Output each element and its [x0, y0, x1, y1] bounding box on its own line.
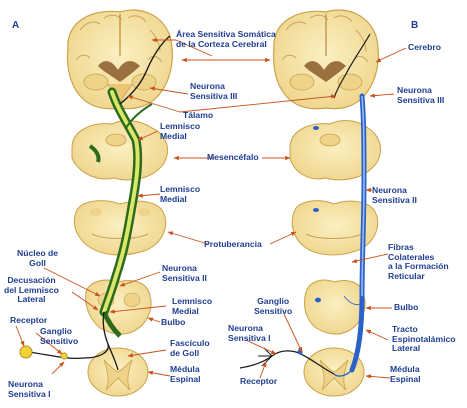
panel-b-structures	[239, 9, 381, 397]
medulla-section-a	[85, 279, 152, 335]
panel-a-letter: A	[12, 20, 20, 31]
label-protuberancia: Protuberancia	[204, 239, 262, 249]
panel-b-letter: B	[411, 20, 419, 31]
label-nucleo-goll: Núcleo de Goll	[17, 248, 59, 268]
medulla-section-b	[303, 279, 366, 335]
label-cerebro: Cerebro	[408, 42, 441, 52]
midbrain-section-b	[289, 120, 381, 181]
label-ganglio-sensitivo-a: Ganglio Sensitivo	[40, 326, 79, 346]
label-tracto-espinotalamico: Tracto Espinotalámico Lateral	[392, 324, 456, 354]
label-lemnisco-medial-1: Lemnisco Medial	[160, 121, 201, 141]
label-ganglio-sensitivo-b: Ganglio Sensitivo	[254, 296, 293, 316]
pons-section-a	[74, 200, 167, 256]
label-area-sensitiva: Área Sensitiva Somática de la Corteza Ce…	[176, 29, 276, 49]
label-neurona-sensitiva-i-a: Neurona Sensitiva I	[8, 379, 51, 399]
label-receptor-b: Receptor	[240, 376, 278, 386]
label-neurona-sensitiva-iii-b: Neurona Sensitiva III	[397, 85, 445, 105]
label-bulbo-a: Bulbo	[161, 317, 186, 327]
label-mesencefalo: Mesencéfalo	[207, 152, 259, 162]
label-talamo: Tálamo	[183, 110, 214, 120]
brain-section-b	[272, 9, 379, 110]
label-bulbo-b: Bulbo	[394, 302, 419, 312]
label-decusacion: Decusación del Lemnisco Lateral	[4, 275, 59, 305]
spinothalamic-pathway	[333, 93, 367, 377]
midbrain-section-a	[71, 120, 168, 181]
label-neurona-sensitiva-ii-a: Neurona Sensitiva II	[162, 263, 207, 283]
label-lemnisco-medial-3: Lemnisco Medial	[172, 296, 213, 316]
spinal-cord-section-a	[87, 347, 149, 397]
label-neurona-sensitiva-i-b: Neurona Sensitiva I	[228, 323, 271, 343]
ganglion-a	[60, 352, 68, 360]
panel-a-structures	[19, 9, 173, 397]
dorsal-column-pathway	[99, 87, 153, 338]
label-medula-espinal-a: Médula Espinal	[170, 364, 201, 384]
receptor-a	[19, 345, 33, 359]
label-fibras-colaterales: Fibras Colaterales a la Formación Reticu…	[388, 242, 449, 281]
label-neurona-sensitiva-ii-b: Neurona Sensitiva II	[372, 185, 417, 205]
label-medula-espinal-b: Médula Espinal	[390, 364, 421, 384]
label-receptor-a: Receptor	[10, 315, 48, 325]
label-lemnisco-medial-2: Lemnisco Medial	[160, 184, 201, 204]
label-fasciculo-goll: Fascículo de Goll	[170, 338, 210, 358]
pons-section-b	[291, 200, 379, 256]
label-neurona-sensitiva-iii-a: Neurona Sensitiva III	[190, 81, 238, 101]
label-leaders	[15, 37, 407, 379]
brain-section-a	[66, 9, 173, 110]
spinal-cord-section-b	[303, 347, 365, 397]
